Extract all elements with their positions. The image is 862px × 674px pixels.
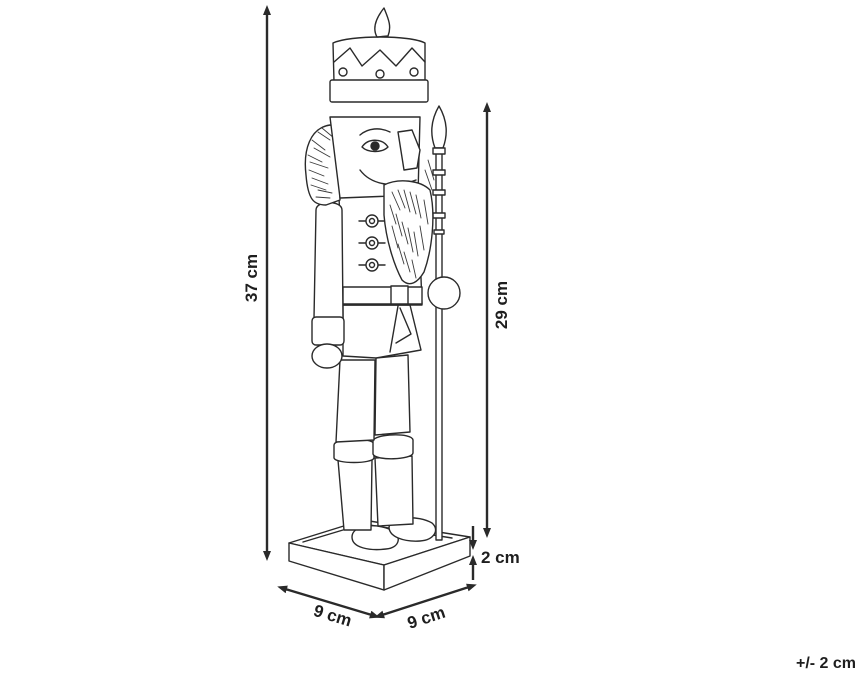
tolerance-note: +/- 2 cm [796, 655, 856, 672]
legs [333, 354, 414, 531]
total-height-label: 37 cm [242, 254, 261, 302]
eyebrow [359, 128, 391, 136]
base-depth-label: 9 cm [311, 601, 354, 630]
beard [383, 159, 435, 285]
base-width-dimension-line [374, 583, 477, 619]
base-width-label: 9 cm [405, 603, 448, 633]
coat-buttons [358, 214, 386, 272]
spear [431, 105, 447, 541]
belt-buckle [390, 285, 409, 305]
base-height-label: 2 cm [481, 548, 520, 567]
right-hand [427, 276, 461, 310]
base-depth-dimension-line [277, 585, 380, 619]
belt [342, 286, 423, 305]
nose [397, 129, 421, 171]
left-arm [311, 201, 345, 369]
figure-height-label: 29 cm [492, 281, 511, 329]
crown [329, 7, 429, 103]
hair [304, 124, 341, 206]
nutcracker-illustration [288, 7, 471, 591]
